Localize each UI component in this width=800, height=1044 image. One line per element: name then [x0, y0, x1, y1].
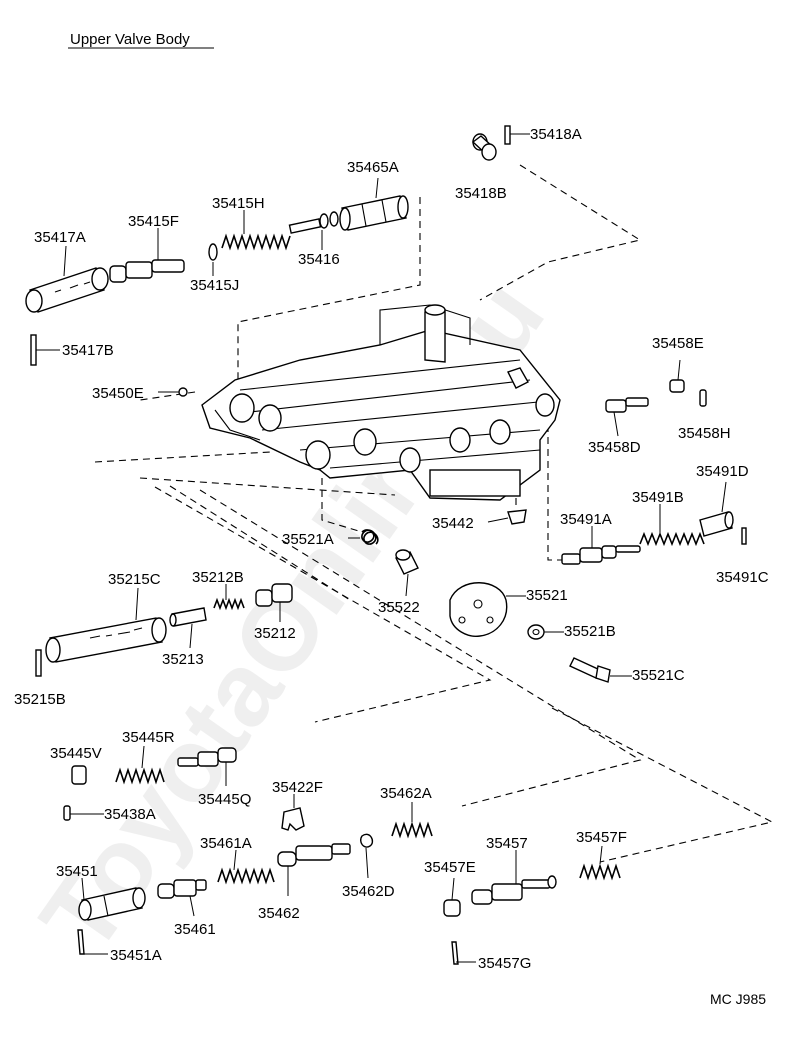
washer-35415J	[208, 243, 218, 261]
valve-35461	[157, 879, 207, 899]
spring-35445R	[115, 767, 165, 785]
label-35521C: 35521C	[632, 667, 685, 684]
label-35521B: 35521B	[564, 623, 616, 640]
label-35445V: 35445V	[50, 745, 102, 762]
label-35457G: 35457G	[478, 955, 531, 972]
valve-35462	[277, 843, 351, 867]
pin-35457G	[451, 941, 459, 965]
label-35417A: 35417A	[34, 229, 86, 246]
label-35418A: 35418A	[530, 126, 582, 143]
valve-35445Q	[177, 747, 237, 767]
spring-35521A	[361, 529, 379, 545]
label-35462D: 35462D	[342, 883, 395, 900]
label-35451A: 35451A	[110, 947, 162, 964]
label-35521: 35521	[526, 587, 568, 604]
plunger-35522	[395, 549, 419, 575]
spool-35416	[288, 211, 339, 234]
label-35415J: 35415J	[190, 277, 239, 294]
bolt-35521C	[569, 657, 611, 683]
label-35451: 35451	[56, 863, 98, 880]
label-35212: 35212	[254, 625, 296, 642]
label-35521A: 35521A	[282, 531, 334, 548]
pin-35458H	[699, 389, 707, 407]
label-35462: 35462	[258, 905, 300, 922]
valve-35415F	[109, 259, 185, 283]
label-35462A: 35462A	[380, 785, 432, 802]
filter-35442	[507, 509, 527, 525]
label-35215C: 35215C	[108, 571, 161, 588]
spring-35461A	[217, 867, 275, 885]
label-35491A: 35491A	[560, 511, 612, 528]
pin-35418A	[504, 125, 511, 145]
plug-35418B	[471, 133, 497, 161]
plug-35213	[169, 607, 207, 627]
label-35457E: 35457E	[424, 859, 476, 876]
label-35416: 35416	[298, 251, 340, 268]
sleeve-35215C	[45, 617, 167, 663]
label-35491D: 35491D	[696, 463, 749, 480]
label-35445R: 35445R	[122, 729, 175, 746]
label-35457F: 35457F	[576, 829, 627, 846]
label-35522: 35522	[378, 599, 420, 616]
label-35442: 35442	[432, 515, 474, 532]
guide-lines	[94, 164, 774, 863]
spring-35457F	[579, 863, 621, 881]
upper-valve-body	[201, 304, 561, 501]
label-35213: 35213	[162, 651, 204, 668]
label-35457: 35457	[486, 835, 528, 852]
valve-35212	[255, 583, 293, 607]
label-35450E: 35450E	[92, 385, 144, 402]
valve-35465A	[339, 195, 409, 231]
diagram-code: MC J985	[710, 991, 766, 1007]
sleeve-35417A	[25, 267, 109, 313]
spring-35212B	[213, 597, 245, 611]
label-35415H: 35415H	[212, 195, 265, 212]
label-35461: 35461	[174, 921, 216, 938]
label-35458H: 35458H	[678, 425, 731, 442]
label-35415F: 35415F	[128, 213, 179, 230]
plug-35458E	[669, 379, 685, 393]
label-35418B: 35418B	[455, 185, 507, 202]
spring-35491B	[639, 531, 705, 547]
label-35491C: 35491C	[716, 569, 769, 586]
label-35491B: 35491B	[632, 489, 684, 506]
label-35458D: 35458D	[588, 439, 641, 456]
valve-35491D	[699, 511, 734, 537]
plug-35457E	[443, 899, 461, 917]
label-35445Q: 35445Q	[198, 791, 251, 808]
valve-35451	[78, 887, 146, 921]
label-35438A: 35438A	[104, 806, 156, 823]
ball-35450E	[178, 387, 188, 397]
pin-35491C	[741, 527, 747, 545]
valve-35457	[471, 875, 557, 905]
label-35212B: 35212B	[192, 569, 244, 586]
label-35215B: 35215B	[14, 691, 66, 708]
plate-35521	[449, 582, 508, 637]
valve-35458D	[605, 397, 649, 413]
valve-35491A	[561, 545, 641, 565]
diagram-title: Upper Valve Body	[70, 31, 190, 48]
label-35465A: 35465A	[347, 159, 399, 176]
spring-35415H	[221, 233, 291, 251]
label-35417B: 35417B	[62, 342, 114, 359]
clip-35422F	[281, 807, 305, 831]
label-35422F: 35422F	[272, 779, 323, 796]
ring-35462D	[360, 833, 374, 848]
pin-35438A	[63, 805, 71, 821]
spring-35462A	[391, 821, 433, 839]
pin-35417B	[30, 334, 37, 366]
label-35461A: 35461A	[200, 835, 252, 852]
label-35458E: 35458E	[652, 335, 704, 352]
washer-35521B	[527, 624, 545, 640]
pin-35215B	[35, 649, 42, 677]
plug-35445V	[71, 765, 87, 785]
